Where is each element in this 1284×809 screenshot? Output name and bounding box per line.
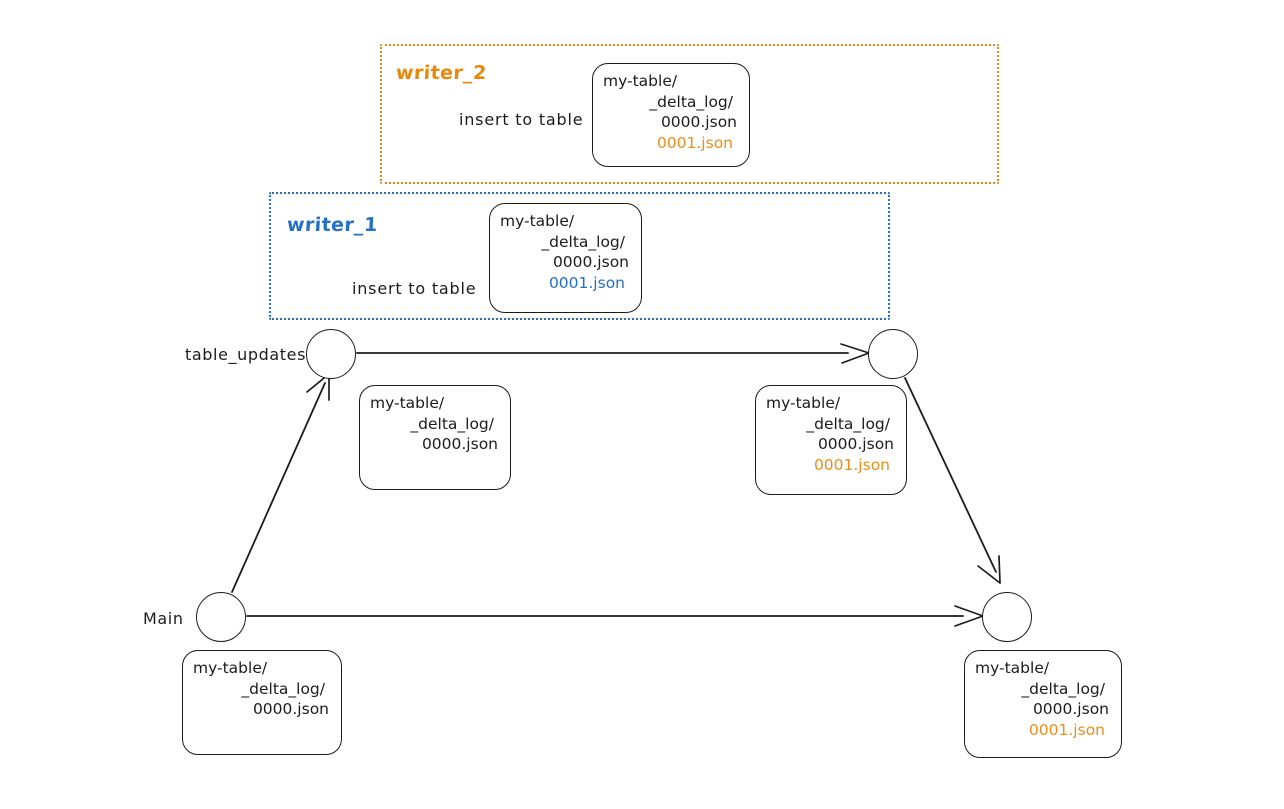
file-path-root: my-table/ bbox=[193, 659, 268, 677]
file-box-table-updates-end: my-table/ _delta_log/ 0000.json 0001.jso… bbox=[755, 385, 907, 495]
file-box-main-end: my-table/ _delta_log/ 0000.json 0001.jso… bbox=[964, 650, 1122, 758]
writer-group-writer_1 bbox=[269, 192, 890, 320]
file-box-writer_2: my-table/ _delta_log/ 0000.json 0001.jso… bbox=[592, 63, 750, 167]
file-commit-0000: 0000.json bbox=[252, 700, 329, 719]
branch-label-main: Main bbox=[143, 609, 184, 628]
file-path-delta-log: _delta_log/ bbox=[649, 92, 733, 111]
file-path-delta-log: _delta_log/ bbox=[1021, 679, 1105, 698]
file-commit-0001-new: 0001.json bbox=[1028, 720, 1105, 739]
writer-title-writer_2: writer_2 bbox=[395, 62, 488, 84]
file-commit-0001-new: 0001.json bbox=[548, 273, 625, 292]
file-path-root: my-table/ bbox=[603, 72, 678, 90]
file-commit-0000: 0000.json bbox=[660, 113, 737, 132]
file-path-delta-log: _delta_log/ bbox=[241, 679, 325, 698]
commit-node-main-start[interactable] bbox=[196, 592, 246, 642]
file-box-main-start: my-table/ _delta_log/ 0000.json bbox=[182, 650, 342, 755]
file-commit-0000: 0000.json bbox=[817, 435, 894, 454]
edge-main-to-table-updates bbox=[231, 373, 330, 593]
insert-to-table-label-writer_2: insert to table bbox=[459, 110, 584, 129]
branch-label-table-updates: table_updates bbox=[185, 345, 307, 364]
insert-to-table-label-writer_1: insert to table bbox=[352, 279, 477, 298]
file-box-writer_1: my-table/ _delta_log/ 0000.json 0001.jso… bbox=[489, 203, 642, 313]
file-path-root: my-table/ bbox=[370, 394, 445, 412]
file-path-delta-log: _delta_log/ bbox=[410, 414, 494, 433]
writer-title-writer_1: writer_1 bbox=[286, 214, 379, 236]
writer-group-writer_2 bbox=[380, 44, 999, 184]
file-path-root: my-table/ bbox=[975, 659, 1050, 677]
commit-node-table-updates-start[interactable] bbox=[306, 329, 356, 379]
commit-node-table-updates-end[interactable] bbox=[868, 329, 918, 379]
edge-merge-to-main bbox=[904, 377, 1001, 584]
commit-node-main-end[interactable] bbox=[982, 592, 1032, 642]
file-commit-0000: 0000.json bbox=[1032, 700, 1109, 719]
file-commit-0000: 0000.json bbox=[421, 435, 498, 454]
file-commit-0000: 0000.json bbox=[552, 253, 629, 272]
file-commit-0001-new: 0001.json bbox=[813, 455, 890, 474]
edge-table-updates-horizontal bbox=[356, 343, 870, 364]
file-path-root: my-table/ bbox=[766, 394, 841, 412]
file-path-root: my-table/ bbox=[500, 212, 575, 230]
file-path-delta-log: _delta_log/ bbox=[806, 414, 890, 433]
edge-main-horizontal bbox=[246, 605, 984, 627]
file-commit-0001-new: 0001.json bbox=[656, 133, 733, 152]
file-box-table-updates-start: my-table/ _delta_log/ 0000.json bbox=[359, 385, 511, 490]
file-path-delta-log: _delta_log/ bbox=[541, 232, 625, 251]
